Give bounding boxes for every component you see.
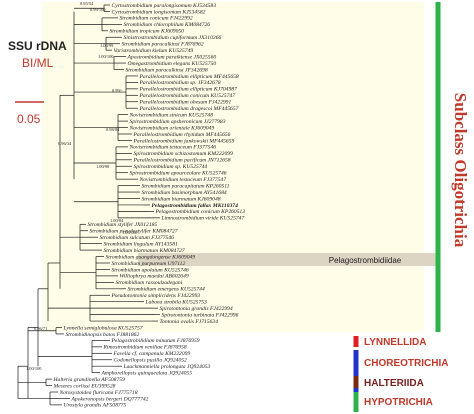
- support-value: 1.00/99: [100, 43, 114, 48]
- taxon-label: Strombidium paracalkinsi FJ876962: [122, 42, 204, 48]
- taxon-label: Pseudotontonia simplicidens FJ422993: [111, 293, 201, 299]
- taxon-label: Parallelostrombidium rhytidum MF445656: [133, 132, 231, 138]
- support-value: 1.00/100: [98, 54, 114, 59]
- taxon-label: Omegastrombidium elegans KU525750: [128, 61, 217, 67]
- support-value: 0.99/-: [112, 88, 123, 93]
- taxon-label: Spirostrombidium schizostomum KM222099: [134, 151, 234, 157]
- taxon-label: Rimostrombidium veniliae FJ876958: [103, 345, 187, 351]
- taxon-label: Spirostrombidium sp. KU525744: [134, 164, 208, 170]
- support-value: 1.00/100: [26, 366, 42, 371]
- taxon-label: Favella cf. campanula KM222099: [113, 350, 191, 357]
- taxon-label: Williophrya maedai AB602649: [120, 274, 189, 280]
- taxon-label: Sinistrostrombidium cupiformum JX310366: [124, 34, 222, 41]
- taxon-label: Parallelostrombidium dragescoi MF445657: [139, 106, 239, 112]
- taxon-label: Strombidium biarmatum KJ609048: [142, 196, 221, 202]
- hypotrichia-label: HYPOTRICHIA: [364, 397, 433, 408]
- taxon-label: Novistrombidium testaceum FJ377546: [129, 145, 217, 151]
- taxon-label: Strombidium paracapitatum KP260511: [142, 183, 230, 189]
- taxon-label: Pelagostrombidium fallax MK110374: [152, 203, 239, 209]
- taxon-label: Strombidium biarmatum KM084727: [104, 248, 185, 254]
- taxon-label: Parallelostrombidium obesum FJ422991: [139, 100, 232, 106]
- taxon-label: Strombidium sulcatum FJ377546: [100, 235, 175, 241]
- taxon-label: Strombidium rassoulzadegani: [116, 280, 183, 286]
- taxon-label: Spirotontonia turbinata FJ422996: [162, 312, 239, 318]
- taxon-label: Pelagostrombidium conicum KP260513: [155, 209, 246, 215]
- taxon-label: Spirostrombidium apsheronicum JJ277983: [130, 119, 226, 125]
- support-value: 0.95/54: [80, 1, 94, 6]
- taxon-label: Lynnella semiglobulosa KU525757: [63, 325, 143, 331]
- oligotrichia-shade: [42, 2, 424, 332]
- oligotrichia-label: Subclass Oligotrichia: [451, 93, 470, 248]
- taxon-label: Strombidium basimorphum AY541684: [142, 190, 227, 196]
- taxon-label: Apostrombidium paraikiense JX025560: [127, 54, 217, 60]
- taxon-label: Spirostrombidium apourceolare KU525746: [130, 171, 227, 177]
- halteriida-label: HALTERIIDA: [364, 378, 424, 389]
- taxon-label: Strombidium emergens KU525744: [128, 287, 205, 293]
- taxon-label: Notoxystoidea fluricana FJ775718: [59, 389, 138, 396]
- taxon-label: Parallelostrombidium ellipticum MF445658: [139, 74, 239, 80]
- taxon-label: Limnostrombidium viride KU525747: [161, 216, 245, 222]
- taxon-label: Parallelostrombidium conicum KU525747: [139, 93, 236, 99]
- taxon-label: Meseres corlissi EU399528: [53, 383, 116, 389]
- pelagostrombidiidae-band: [138, 253, 438, 266]
- taxon-label: Novistrombidium sinicum KU525748: [129, 112, 214, 118]
- support-value: 0.96/34: [58, 141, 72, 146]
- scale-value: 0.05: [17, 112, 41, 126]
- legend-method: BI/ML: [22, 56, 54, 70]
- taxon-label: Strombidium pseudostylifer KM084727: [90, 228, 178, 235]
- taxon-label: Spirotontonia grandis FJ422994: [160, 306, 233, 312]
- taxon-label: Tontonia ovalis FJ715634: [160, 319, 219, 325]
- taxon-label: Varistrombidium kielum KU525749: [114, 48, 194, 54]
- taxon-label: Laboea strobila KU525753: [145, 300, 208, 306]
- support-value: 0.99/100: [90, 7, 106, 12]
- support-value: 1.00/100: [122, 230, 138, 235]
- legend-title: SSU rDNA: [8, 39, 67, 53]
- lynnellida-label: LYNNELLIDA: [364, 337, 426, 348]
- taxon-label: Novistrombidium testaceum FJ377547: [139, 177, 227, 183]
- taxon-label: Strombidium purpureum U97112: [112, 261, 186, 267]
- taxon-label: Urostyla grandis AF508775: [64, 403, 127, 409]
- taxon-label: Halteria grandinella AF508759: [53, 377, 126, 383]
- taxon-label: Parallelostrombidium ellipticum KJ704987: [139, 87, 238, 93]
- taxon-label: Pelagostrobilidium minutum FJ876959: [111, 338, 200, 344]
- taxon-label: Strombidium stylifer JX012185: [88, 221, 158, 228]
- taxon-label: Apokeronopsis bergeri DQ777742: [71, 396, 149, 402]
- taxon-label: Strombidium conicum FJ422992: [120, 16, 193, 22]
- taxon-label: Novistrombidium orientale KJ609049: [129, 125, 215, 131]
- taxon-label: Strombidinopsis batos FJ881862: [66, 332, 140, 338]
- support-value: 0.96/71: [34, 326, 47, 331]
- choreotrichia-label: CHOREOTRICHIA: [364, 358, 448, 369]
- taxon-label: Cyrtostrombidium longisomum KJ534582: [112, 9, 206, 15]
- taxon-label: Strombidium paracalkinsi JF342698: [126, 67, 208, 73]
- taxon-label: Parallelostrombidium pacificum JN712658: [133, 157, 231, 164]
- taxon-label: Laackmanniella prolongata JQ924053: [123, 364, 211, 370]
- pelagostrombidiidae-label: Pelagostrombidiidae: [329, 256, 402, 265]
- taxon-label: Parallelostrombidium sp. JF342678: [139, 80, 221, 86]
- taxon-label: Strombidium guangdongense KJ609049: [106, 254, 196, 260]
- taxon-label: Cyrtostrombidium paralongisomum KJ534583: [112, 3, 217, 9]
- support-value: 0.98/84: [106, 127, 120, 132]
- taxon-label: Parallelostrombidium jankowskii MF445659: [133, 138, 235, 144]
- taxon-label: Codonellopsis pusilla JQ924052: [114, 358, 188, 364]
- support-value: 1.00/98: [96, 164, 110, 169]
- support-value: 1.00/84: [110, 218, 124, 223]
- taxon-label: Strombidium lingulum AY143581: [104, 241, 178, 247]
- taxon-label: Strombidium tropicum KJ609050: [110, 29, 185, 35]
- taxon-label: Amphorellopsis quinquealata JQ924055: [101, 370, 193, 376]
- taxon-label: Strombidium apolatum KU525746: [112, 267, 189, 273]
- taxon-label: Strombidium chlorophilum KM084726: [124, 22, 211, 28]
